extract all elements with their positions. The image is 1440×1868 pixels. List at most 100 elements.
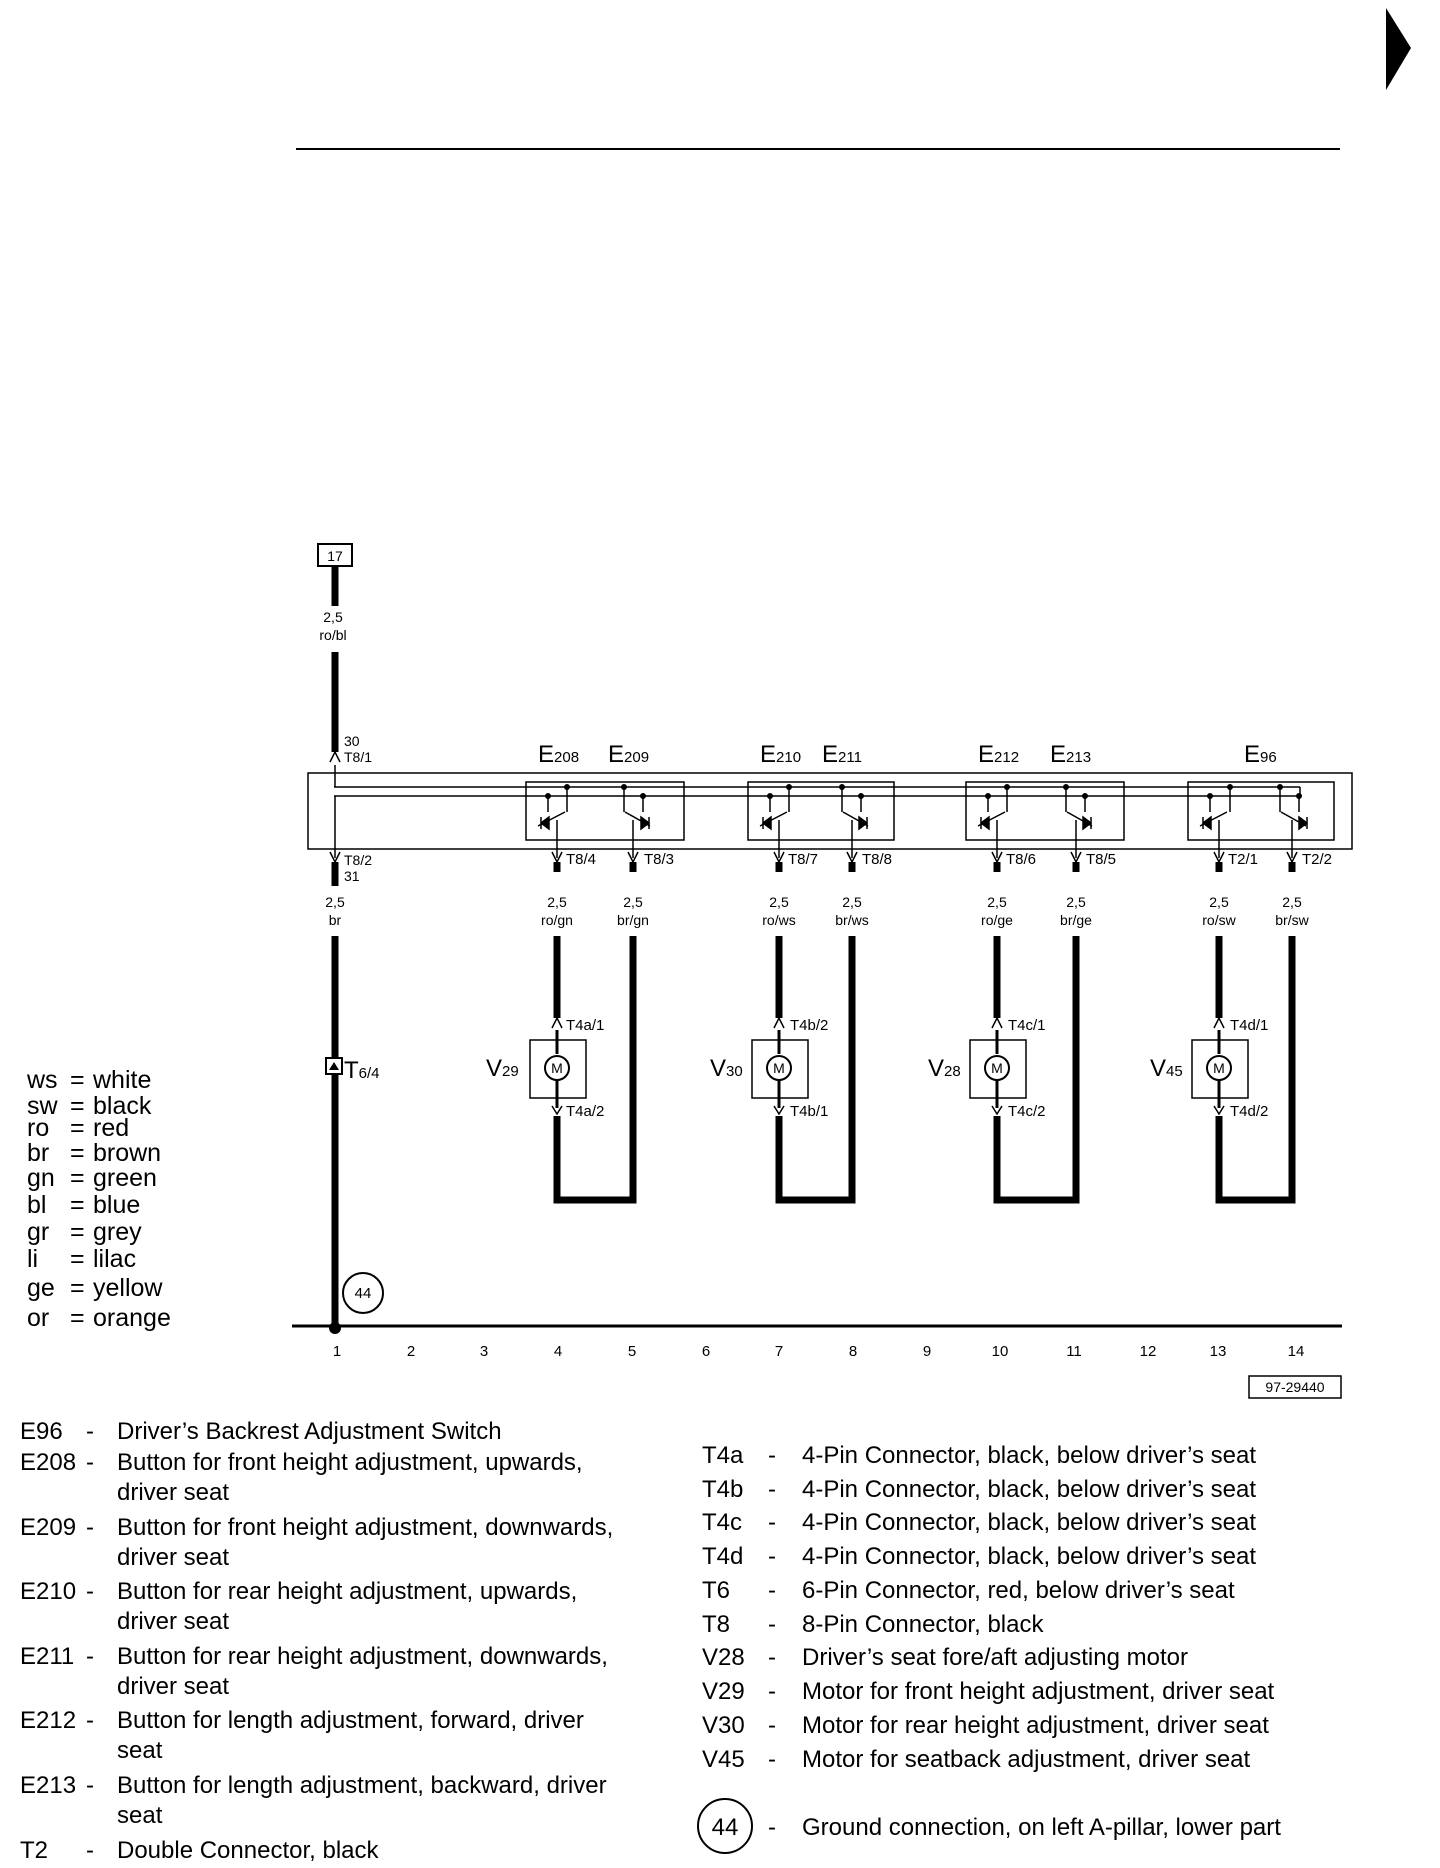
wire-color: ro/sw (1202, 912, 1236, 928)
key-text: driver seat (117, 1608, 229, 1635)
component-key-left: E96 - Driver’s Backrest Adjustment Switc… (20, 1418, 613, 1864)
key-dash: - (768, 1509, 776, 1536)
key-text: 4-Pin Connector, black, below driver’s s… (802, 1509, 1256, 1536)
component-key-right: T4a - 4-Pin Connector, black, below driv… (697, 1442, 1281, 1854)
legend-code: li (27, 1245, 38, 1273)
key-code: T4a (702, 1442, 744, 1469)
fuse-number: 17 (327, 548, 343, 564)
switch-label-e209: E209 (608, 741, 649, 768)
switch-housing (307, 772, 1353, 850)
key-text: driver seat (117, 1544, 229, 1571)
legend-code: br (27, 1139, 49, 1167)
column-number: 6 (702, 1343, 710, 1360)
key-text: 4-Pin Connector, black, below driver’s s… (802, 1476, 1256, 1503)
circuit-v29: T8/4 T8/3 2,5 ro/gn 2,5 br/gn T4a/1 M V2… (486, 851, 674, 1204)
wire-color: ro/ge (981, 912, 1013, 928)
column-number: 10 (992, 1343, 1009, 1360)
motor-symbol: M (1213, 1060, 1225, 1076)
supply-wire-color: ro/bl (319, 627, 346, 643)
key-dash: - (86, 1578, 94, 1605)
column-number: 12 (1140, 1343, 1157, 1360)
key-code: V30 (702, 1712, 745, 1739)
wire-size: 2,5 (769, 894, 789, 910)
key-dash: - (86, 1418, 94, 1445)
key-text: Driver’s Backrest Adjustment Switch (117, 1418, 502, 1445)
switch-labels: E208 E209 E210 E211 E212 E213 E96 (538, 741, 1277, 768)
legend-name: lilac (93, 1245, 136, 1273)
legend-name: yellow (93, 1274, 163, 1302)
key-text: Driver’s seat fore/aft adjusting motor (802, 1644, 1188, 1671)
key-dash: - (768, 1611, 776, 1638)
column-numbers: 1 2 3 4 5 6 7 8 9 10 11 12 13 14 (333, 1343, 1305, 1360)
legend-code: or (27, 1304, 49, 1332)
wire-size: 2,5 (1282, 894, 1302, 910)
column-number: 4 (554, 1343, 562, 1360)
column-number: 3 (480, 1343, 488, 1360)
motor-label-v29: V29 (486, 1055, 519, 1082)
motor-symbol: M (551, 1060, 563, 1076)
legend-eq: = (70, 1245, 85, 1273)
key-dash: - (86, 1643, 94, 1670)
legend-name: green (93, 1164, 157, 1192)
circuit-pin-b: T8/5 (1086, 851, 1116, 868)
key-text: driver seat (117, 1673, 229, 1700)
key-dash: - (768, 1442, 776, 1469)
key-dash: - (86, 1449, 94, 1476)
column-number: 1 (333, 1343, 341, 1360)
legend-name: orange (93, 1304, 171, 1332)
legend-eq: = (70, 1114, 85, 1142)
key-dash: - (86, 1837, 94, 1864)
circuit-v28: T8/6 T8/5 2,5 ro/ge 2,5 br/ge T4c/1 M V2… (928, 851, 1116, 1204)
key-code: T6 (702, 1577, 730, 1604)
column-number: 8 (849, 1343, 857, 1360)
circuit-pin-a: T8/6 (1006, 851, 1036, 868)
pin-arrow-icon (329, 750, 341, 763)
black-right-triangle-icon (1386, 8, 1411, 90)
key-text: 4-Pin Connector, black, below driver’s s… (802, 1543, 1256, 1570)
legend-code: gn (27, 1164, 55, 1192)
key-text: Motor for front height adjustment, drive… (802, 1678, 1275, 1705)
key-code: V29 (702, 1678, 745, 1705)
wire-color: br/sw (1275, 912, 1309, 928)
ground-wire-size: 2,5 (325, 894, 345, 910)
ground-pin: T8/2 (344, 852, 372, 868)
switch-label-e212: E212 (978, 741, 1019, 768)
motor-connector-top: T4d/1 (1230, 1017, 1268, 1034)
legend-eq: = (70, 1092, 85, 1120)
key-text: Double Connector, black (117, 1837, 379, 1864)
circuit-pin-a: T2/1 (1228, 851, 1258, 868)
key-code: 44 (712, 1814, 739, 1841)
legend-eq: = (70, 1304, 85, 1332)
key-dash: - (768, 1543, 776, 1570)
key-text: seat (117, 1802, 163, 1829)
fuse-reference: 17 (317, 543, 353, 567)
motor-label-v30: V30 (710, 1055, 743, 1082)
legend-code: ro (27, 1114, 49, 1142)
key-code: E213 (20, 1772, 76, 1799)
key-dash: - (768, 1476, 776, 1503)
key-dash: - (768, 1644, 776, 1671)
key-text: Button for length adjustment, backward, … (117, 1772, 607, 1799)
motor-connector-bottom: T4c/2 (1008, 1103, 1046, 1120)
motor-symbol: M (991, 1060, 1003, 1076)
key-code: E209 (20, 1514, 76, 1541)
supply-pin-number: 30 (344, 733, 360, 749)
key-dash: - (86, 1514, 94, 1541)
legend-eq: = (70, 1191, 85, 1219)
ground-point-icon (342, 1272, 384, 1314)
legend-name: brown (93, 1139, 161, 1167)
key-text: 8-Pin Connector, black (802, 1611, 1044, 1638)
color-legend: ws = white sw = black ro = red br = brow… (26, 1066, 171, 1332)
key-text: Button for rear height adjustment, downw… (117, 1643, 608, 1670)
key-text: 6-Pin Connector, red, below driver’s sea… (802, 1577, 1235, 1604)
circuit-pin-b: T2/2 (1302, 851, 1332, 868)
key-code: V45 (702, 1746, 745, 1773)
legend-name: red (93, 1114, 129, 1142)
switch-group-e208-e209 (525, 781, 685, 858)
wire-size: 2,5 (1209, 894, 1229, 910)
circuit-pin-a: T8/4 (566, 851, 596, 868)
switch-label-e213: E213 (1050, 741, 1091, 768)
circuit-v30: T8/7 T8/8 2,5 ro/ws 2,5 br/ws T4b/2 M V3… (710, 851, 892, 1204)
legend-eq: = (70, 1164, 85, 1192)
